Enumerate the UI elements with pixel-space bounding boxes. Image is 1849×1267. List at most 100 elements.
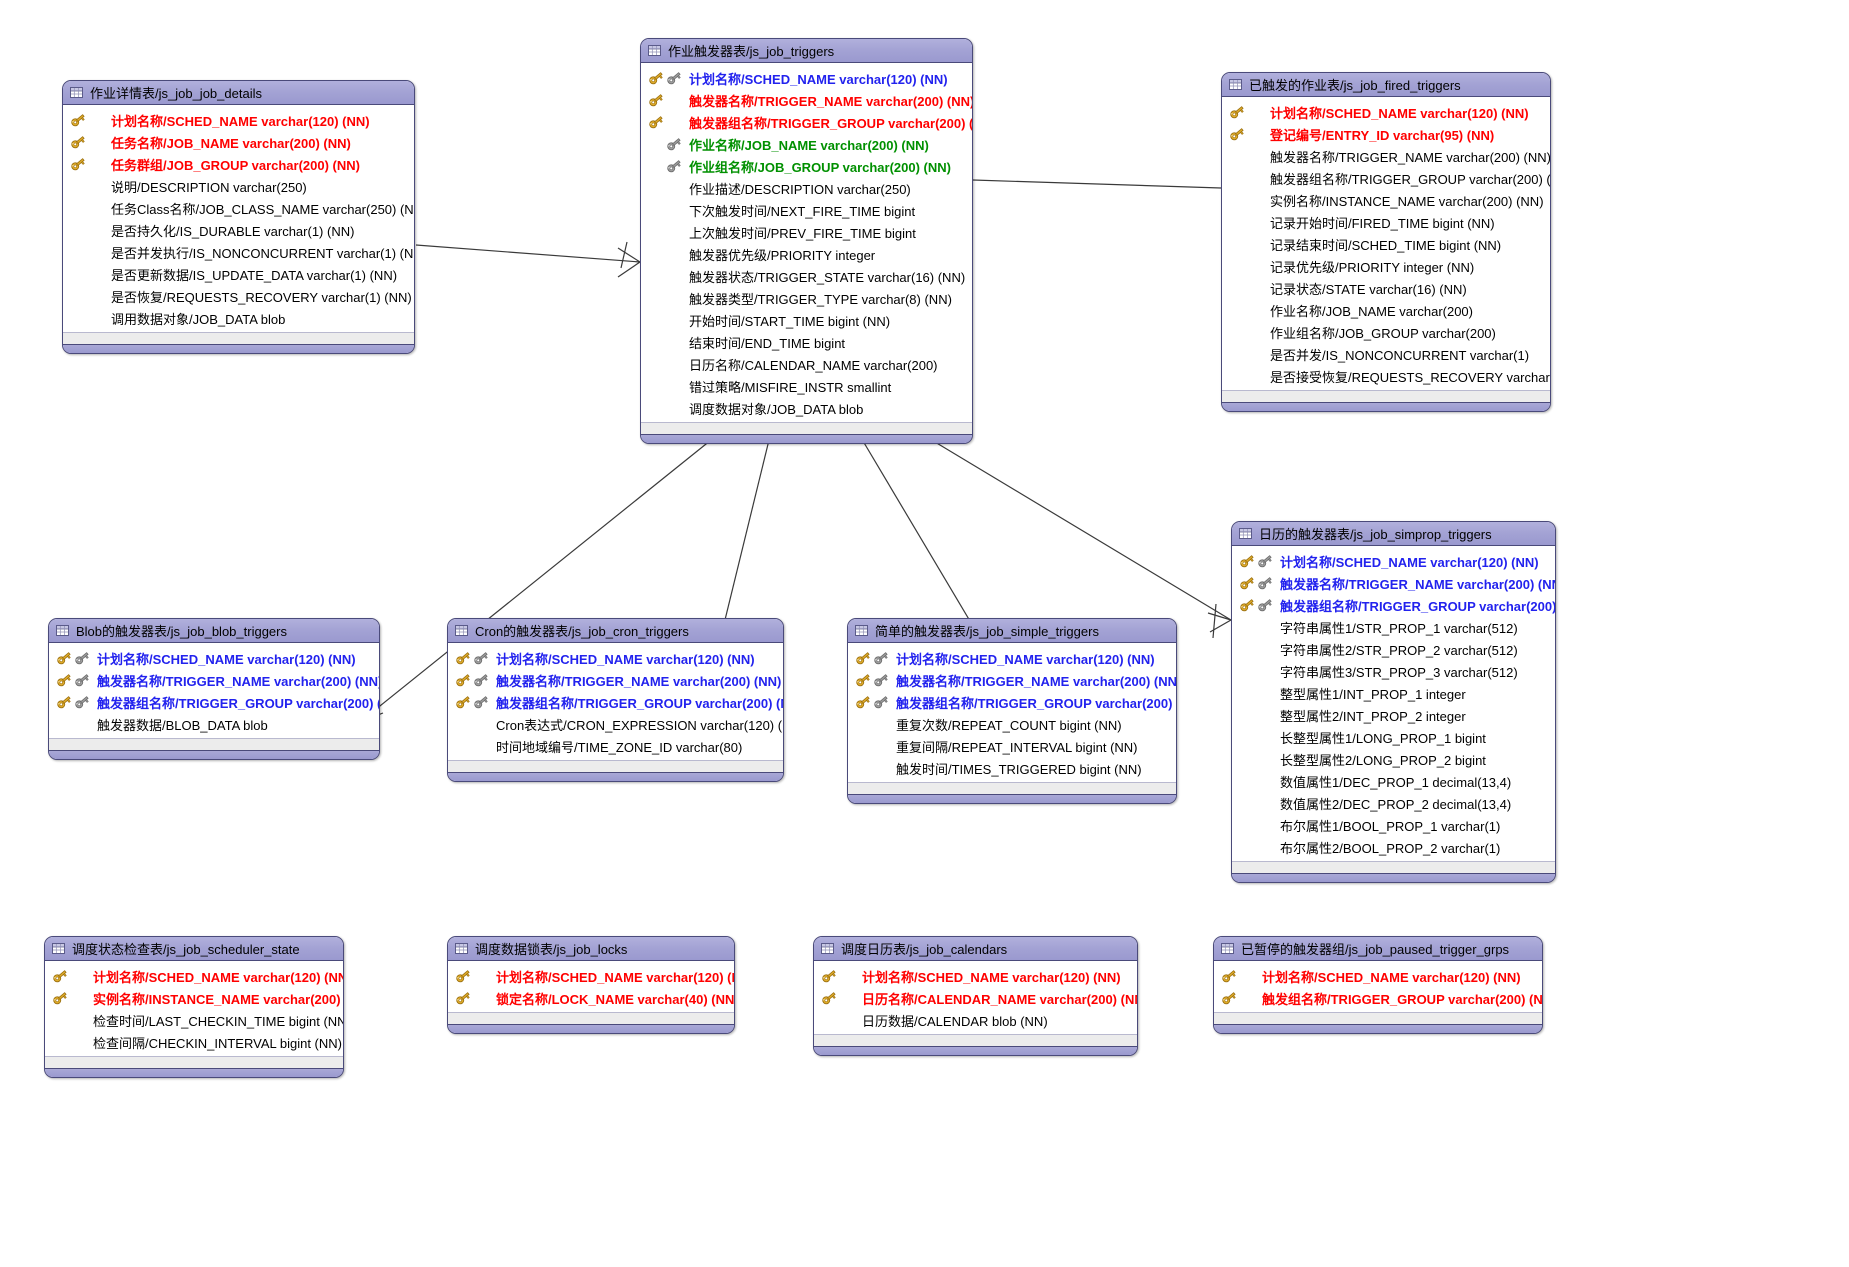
entity-js_job_triggers[interactable]: 作业触发器表/js_job_triggers 计划名称/SCHED_NAME va…: [640, 38, 973, 444]
attribute-row[interactable]: 计划名称/SCHED_NAME varchar(120) (NN): [448, 965, 734, 987]
attribute-row[interactable]: 触发器状态/TRIGGER_STATE varchar(16) (NN): [641, 265, 972, 287]
attribute-row[interactable]: 任务群组/JOB_GROUP varchar(200) (NN): [63, 153, 414, 175]
attribute-row[interactable]: 是否接受恢复/REQUESTS_RECOVERY varchar(1): [1222, 365, 1550, 387]
attribute-row[interactable]: Cron表达式/CRON_EXPRESSION varchar(120) (NN…: [448, 713, 783, 735]
attribute-row[interactable]: 计划名称/SCHED_NAME varchar(120) (NN): [448, 647, 783, 669]
entity-header-js_job_scheduler_state[interactable]: 调度状态检查表/js_job_scheduler_state: [45, 937, 343, 961]
attribute-row[interactable]: 记录状态/STATE varchar(16) (NN): [1222, 277, 1550, 299]
attribute-row[interactable]: 任务Class名称/JOB_CLASS_NAME varchar(250) (N…: [63, 197, 414, 219]
attribute-row[interactable]: 记录开始时间/FIRED_TIME bigint (NN): [1222, 211, 1550, 233]
attribute-row[interactable]: 重复次数/REPEAT_COUNT bigint (NN): [848, 713, 1176, 735]
entity-header-js_job_simple_triggers[interactable]: 简单的触发器表/js_job_simple_triggers: [848, 619, 1176, 643]
attribute-row[interactable]: 是否持久化/IS_DURABLE varchar(1) (NN): [63, 219, 414, 241]
attribute-row[interactable]: 触发器名称/TRIGGER_NAME varchar(200) (NN): [848, 669, 1176, 691]
attribute-row[interactable]: 锁定名称/LOCK_NAME varchar(40) (NN): [448, 987, 734, 1009]
attribute-row[interactable]: 任务名称/JOB_NAME varchar(200) (NN): [63, 131, 414, 153]
entity-header-js_job_locks[interactable]: 调度数据锁表/js_job_locks: [448, 937, 734, 961]
entity-header-js_job_cron_triggers[interactable]: Cron的触发器表/js_job_cron_triggers: [448, 619, 783, 643]
attribute-row[interactable]: 长整型属性1/LONG_PROP_1 bigint: [1232, 726, 1555, 748]
entity-header-js_job_job_details[interactable]: 作业详情表/js_job_job_details: [63, 81, 414, 105]
attribute-row[interactable]: 布尔属性2/BOOL_PROP_2 varchar(1): [1232, 836, 1555, 858]
entity-header-js_job_simprop_triggers[interactable]: 日历的触发器表/js_job_simprop_triggers: [1232, 522, 1555, 546]
entity-header-js_job_calendars[interactable]: 调度日历表/js_job_calendars: [814, 937, 1137, 961]
attribute-row[interactable]: 计划名称/SCHED_NAME varchar(120) (NN): [1222, 101, 1550, 123]
attribute-row[interactable]: 触发器名称/TRIGGER_NAME varchar(200) (NN): [448, 669, 783, 691]
entity-js_job_scheduler_state[interactable]: 调度状态检查表/js_job_scheduler_state 计划名称/SCHED…: [44, 936, 344, 1078]
attribute-row[interactable]: 触发器类型/TRIGGER_TYPE varchar(8) (NN): [641, 287, 972, 309]
attribute-row[interactable]: 触发器名称/TRIGGER_NAME varchar(200) (NN): [1232, 572, 1555, 594]
entity-js_job_calendars[interactable]: 调度日历表/js_job_calendars 计划名称/SCHED_NAME va…: [813, 936, 1138, 1056]
attribute-row[interactable]: 触发器组名称/TRIGGER_GROUP varchar(200) (NN): [1222, 167, 1550, 189]
attribute-row[interactable]: 实例名称/INSTANCE_NAME varchar(200) (NN): [45, 987, 343, 1009]
attribute-row[interactable]: 计划名称/SCHED_NAME varchar(120) (NN): [63, 109, 414, 131]
attribute-row[interactable]: 计划名称/SCHED_NAME varchar(120) (NN): [1232, 550, 1555, 572]
entity-js_job_paused_trigger_grps[interactable]: 已暂停的触发器组/js_job_paused_trigger_grps 计划名称/…: [1213, 936, 1543, 1034]
attribute-row[interactable]: 计划名称/SCHED_NAME varchar(120) (NN): [814, 965, 1137, 987]
attribute-row[interactable]: 字符串属性2/STR_PROP_2 varchar(512): [1232, 638, 1555, 660]
attribute-row[interactable]: 长整型属性2/LONG_PROP_2 bigint: [1232, 748, 1555, 770]
attribute-row[interactable]: 计划名称/SCHED_NAME varchar(120) (NN): [45, 965, 343, 987]
attribute-row[interactable]: 是否恢复/REQUESTS_RECOVERY varchar(1) (NN): [63, 285, 414, 307]
entity-js_job_simple_triggers[interactable]: 简单的触发器表/js_job_simple_triggers 计划名称/SCHED…: [847, 618, 1177, 804]
attribute-row[interactable]: 错过策略/MISFIRE_INSTR smallint: [641, 375, 972, 397]
attribute-row[interactable]: 数值属性2/DEC_PROP_2 decimal(13,4): [1232, 792, 1555, 814]
attribute-row[interactable]: 计划名称/SCHED_NAME varchar(120) (NN): [1214, 965, 1542, 987]
attribute-row[interactable]: 日历名称/CALENDAR_NAME varchar(200) (NN): [814, 987, 1137, 1009]
attribute-row[interactable]: 实例名称/INSTANCE_NAME varchar(200) (NN): [1222, 189, 1550, 211]
attribute-row[interactable]: 计划名称/SCHED_NAME varchar(120) (NN): [49, 647, 379, 669]
attribute-row[interactable]: 触发器组名称/TRIGGER_GROUP varchar(200) (NN): [448, 691, 783, 713]
entity-header-js_job_triggers[interactable]: 作业触发器表/js_job_triggers: [641, 39, 972, 63]
entity-header-js_job_paused_trigger_grps[interactable]: 已暂停的触发器组/js_job_paused_trigger_grps: [1214, 937, 1542, 961]
attribute-row[interactable]: 计划名称/SCHED_NAME varchar(120) (NN): [848, 647, 1176, 669]
attribute-row[interactable]: 开始时间/START_TIME bigint (NN): [641, 309, 972, 331]
attribute-row[interactable]: 作业名称/JOB_NAME varchar(200): [1222, 299, 1550, 321]
attribute-row[interactable]: 整型属性2/INT_PROP_2 integer: [1232, 704, 1555, 726]
attribute-row[interactable]: 布尔属性1/BOOL_PROP_1 varchar(1): [1232, 814, 1555, 836]
attribute-row[interactable]: 说明/DESCRIPTION varchar(250): [63, 175, 414, 197]
attribute-row[interactable]: 触发器优先级/PRIORITY integer: [641, 243, 972, 265]
attribute-row[interactable]: 调度数据对象/JOB_DATA blob: [641, 397, 972, 419]
attribute-row[interactable]: 作业描述/DESCRIPTION varchar(250): [641, 177, 972, 199]
entity-js_job_fired_triggers[interactable]: 已触发的作业表/js_job_fired_triggers 计划名称/SCHED_…: [1221, 72, 1551, 412]
attribute-row[interactable]: 登记编号/ENTRY_ID varchar(95) (NN): [1222, 123, 1550, 145]
attribute-row[interactable]: 是否并发执行/IS_NONCONCURRENT varchar(1) (NN): [63, 241, 414, 263]
attribute-row[interactable]: 触发器名称/TRIGGER_NAME varchar(200) (NN): [641, 89, 972, 111]
attribute-row[interactable]: 是否并发/IS_NONCONCURRENT varchar(1): [1222, 343, 1550, 365]
attribute-row[interactable]: 记录结束时间/SCHED_TIME bigint (NN): [1222, 233, 1550, 255]
attribute-row[interactable]: 重复间隔/REPEAT_INTERVAL bigint (NN): [848, 735, 1176, 757]
attribute-row[interactable]: 结束时间/END_TIME bigint: [641, 331, 972, 353]
attribute-row[interactable]: 触发器数据/BLOB_DATA blob: [49, 713, 379, 735]
entity-header-js_job_blob_triggers[interactable]: Blob的触发器表/js_job_blob_triggers: [49, 619, 379, 643]
attribute-row[interactable]: 触发时间/TIMES_TRIGGERED bigint (NN): [848, 757, 1176, 779]
attribute-row[interactable]: 整型属性1/INT_PROP_1 integer: [1232, 682, 1555, 704]
attribute-row[interactable]: 字符串属性1/STR_PROP_1 varchar(512): [1232, 616, 1555, 638]
attribute-row[interactable]: 是否更新数据/IS_UPDATE_DATA varchar(1) (NN): [63, 263, 414, 285]
attribute-row[interactable]: 触发器组名称/TRIGGER_GROUP varchar(200) (NN): [49, 691, 379, 713]
attribute-row[interactable]: 数值属性1/DEC_PROP_1 decimal(13,4): [1232, 770, 1555, 792]
entity-js_job_simprop_triggers[interactable]: 日历的触发器表/js_job_simprop_triggers 计划名称/SCHE…: [1231, 521, 1556, 883]
attribute-row[interactable]: 下次触发时间/NEXT_FIRE_TIME bigint: [641, 199, 972, 221]
attribute-row[interactable]: 触发组名称/TRIGGER_GROUP varchar(200) (NN): [1214, 987, 1542, 1009]
attribute-row[interactable]: 作业组名称/JOB_GROUP varchar(200): [1222, 321, 1550, 343]
attribute-row[interactable]: 作业名称/JOB_NAME varchar(200) (NN): [641, 133, 972, 155]
attribute-row[interactable]: 触发器名称/TRIGGER_NAME varchar(200) (NN): [49, 669, 379, 691]
attribute-row[interactable]: 检查时间/LAST_CHECKIN_TIME bigint (NN): [45, 1009, 343, 1031]
attribute-row[interactable]: 检查间隔/CHECKIN_INTERVAL bigint (NN): [45, 1031, 343, 1053]
attribute-row[interactable]: 日历名称/CALENDAR_NAME varchar(200): [641, 353, 972, 375]
attribute-row[interactable]: 记录优先级/PRIORITY integer (NN): [1222, 255, 1550, 277]
entity-js_job_cron_triggers[interactable]: Cron的触发器表/js_job_cron_triggers 计划名称/SCHED…: [447, 618, 784, 782]
attribute-row[interactable]: 日历数据/CALENDAR blob (NN): [814, 1009, 1137, 1031]
attribute-row[interactable]: 触发器组名称/TRIGGER_GROUP varchar(200) (NN): [1232, 594, 1555, 616]
attribute-row[interactable]: 作业组名称/JOB_GROUP varchar(200) (NN): [641, 155, 972, 177]
attribute-row[interactable]: 触发器组名称/TRIGGER_GROUP varchar(200) (NN): [641, 111, 972, 133]
entity-js_job_job_details[interactable]: 作业详情表/js_job_job_details 计划名称/SCHED_NAME …: [62, 80, 415, 354]
attribute-row[interactable]: 时间地域编号/TIME_ZONE_ID varchar(80): [448, 735, 783, 757]
attribute-row[interactable]: 计划名称/SCHED_NAME varchar(120) (NN): [641, 67, 972, 89]
attribute-row[interactable]: 触发器组名称/TRIGGER_GROUP varchar(200) (NN): [848, 691, 1176, 713]
attribute-row[interactable]: 字符串属性3/STR_PROP_3 varchar(512): [1232, 660, 1555, 682]
attribute-row[interactable]: 触发器名称/TRIGGER_NAME varchar(200) (NN): [1222, 145, 1550, 167]
attribute-row[interactable]: 上次触发时间/PREV_FIRE_TIME bigint: [641, 221, 972, 243]
entity-header-js_job_fired_triggers[interactable]: 已触发的作业表/js_job_fired_triggers: [1222, 73, 1550, 97]
entity-js_job_blob_triggers[interactable]: Blob的触发器表/js_job_blob_triggers 计划名称/SCHED…: [48, 618, 380, 760]
attribute-row[interactable]: 调用数据对象/JOB_DATA blob: [63, 307, 414, 329]
